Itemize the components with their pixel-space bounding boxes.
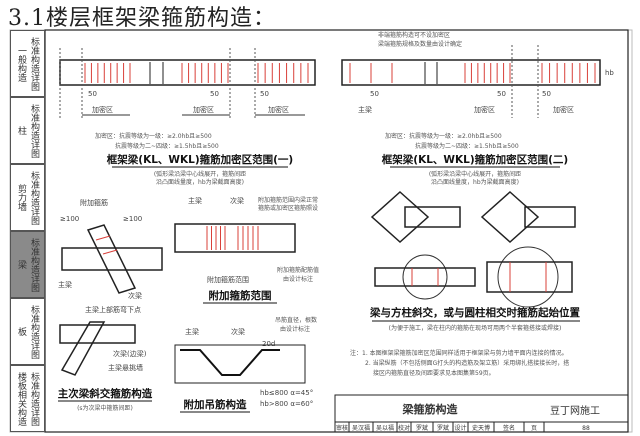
sidebar-item-slab-related[interactable]: 标准构造详图 楼板相关构造	[10, 365, 45, 432]
notes: 注：1. 本图框架梁箍筋加密区范围同样适用于框架梁与剪力墙平面内连接的情况。 2…	[350, 349, 569, 377]
note: 注：1. 本图框架梁箍筋加密区范围同样适用于框架梁与剪力墙平面内连接的情况。	[350, 349, 568, 357]
sidebar-item-slab[interactable]: 标准构造详图 板	[10, 298, 45, 365]
annotation: 非端箍筋构造可不设加密区	[378, 31, 450, 39]
label: 主梁悬挑墙	[108, 363, 143, 372]
sidebar: 标准构造详图 一般构造 标准构造详图 柱 标准构造详图 剪力墙 标准构造详图 梁…	[10, 30, 45, 432]
zone-note-2: 抗震等级为二~四级：≥1.5hb且≥500	[415, 142, 519, 150]
label: 由设计标注	[280, 325, 310, 333]
sidebar-item-sub: 标准构造详图	[29, 304, 39, 359]
caption-zone-2: 框架梁(KL、WKL)箍筋加密区范围(二)	[382, 153, 568, 166]
caption-sub: (弧形梁沿梁中心线展开，箍筋间距	[154, 170, 246, 178]
figure-hanger-bar: 主梁 次梁 吊筋直径，根数 由设计标注 20d hb≤800 α=45° hb>…	[174, 316, 317, 413]
caption-column: 梁与方柱斜交，或与圆柱相交时箍筋起始位置	[369, 306, 580, 319]
label: ≥100	[60, 215, 79, 223]
sidebar-item-label: 板	[16, 327, 26, 336]
sidebar-item-sub: 标准构造详图	[29, 170, 39, 225]
sidebar-item-label: 剪力墙	[16, 184, 26, 211]
zone-note-1: 加密区：抗震等级为一级：≥2.0hb且≥500	[95, 132, 212, 140]
sidebar-item-sub: 标准构造详图	[29, 103, 39, 158]
zone-label: 加密区	[553, 105, 574, 114]
sidebar-item-column[interactable]: 标准构造详图 柱	[10, 97, 45, 164]
figure-beam-zone-1: 50 50 50 加密区 加密区 加密区 加密区：抗震等级为一级：≥2.0hb且…	[59, 48, 316, 186]
label: 次梁(边梁)	[113, 349, 147, 358]
titleblock-cell: 史天博	[472, 424, 490, 432]
caption-hanger: 附加吊筋构造	[184, 398, 247, 411]
titleblock-cell: 罗斌	[416, 424, 428, 432]
caption-sub: (为便于施工，梁在柱内的箍筋在现场可用两个半套箍搭接或焊接)	[389, 324, 562, 332]
label-main-beam: 主梁	[358, 105, 372, 114]
sidebar-item-general[interactable]: 标准构造详图 一般构造	[10, 30, 45, 97]
zone-label: 加密区	[92, 105, 113, 114]
dim-hb: hb	[605, 69, 614, 77]
titleblock-cell: 签名	[503, 424, 515, 432]
sidebar-item-sub: 标准构造详图	[29, 36, 39, 91]
label: 主梁	[58, 280, 72, 289]
caption-zone-1: 框架梁(KL、WKL)箍筋加密区范围(一)	[107, 153, 293, 166]
zone-label: 加密区	[268, 105, 289, 114]
note: 接区内箍筋直径及间距要求见本图集第59页。	[373, 369, 495, 377]
titleblock-cell: 吴以福	[376, 424, 394, 432]
titleblock-cell: 页	[531, 425, 537, 432]
sidebar-item-sub: 标准构造详图	[29, 371, 39, 426]
label: 20d	[262, 340, 275, 348]
label: 主梁	[185, 327, 199, 336]
outer-frame	[9, 29, 633, 433]
titleblock-cell: 吴汉福	[352, 424, 370, 432]
figure-column-intersection: 梁与方柱斜交，或与圆柱相交时箍筋起始位置 (为便于施工，梁在柱内的箍筋在现场可用…	[369, 190, 580, 332]
titleblock-cell: 罗斌	[437, 424, 449, 432]
sidebar-item-label: 梁	[16, 260, 26, 269]
dim-50: 50	[542, 90, 551, 98]
sidebar-item-sub: 标准构造详图	[29, 237, 39, 292]
titleblock-cell: 审核	[336, 424, 348, 432]
zone-note-1: 加密区：抗震等级为一级：≥2.0hb且≥500	[385, 132, 502, 140]
label: 由设计标注	[283, 275, 313, 283]
label: 次梁	[231, 327, 245, 336]
label: 吊筋直径，根数	[275, 316, 317, 324]
dim-50: 50	[260, 90, 269, 98]
titleblock-cell: 校对	[398, 424, 410, 432]
label: 主梁上部筋弯下点	[85, 305, 141, 314]
label: 附加箍筋范围内梁正常	[258, 196, 318, 204]
drawing-name: 梁箍筋构造	[402, 402, 459, 416]
page-title: 3.1楼层框架梁箍筋构造：	[8, 6, 276, 31]
annotation: 梁端箍筋规格及数量由设计确定	[378, 40, 462, 48]
label: 附加箍筋配筋值	[277, 266, 319, 274]
dim-50: 50	[370, 90, 379, 98]
formula: hb≤800 α=45°	[260, 389, 313, 397]
sidebar-item-beam[interactable]: 标准构造详图 梁	[10, 231, 45, 298]
zone-label: 加密区	[193, 105, 214, 114]
dim-50: 50	[88, 90, 97, 98]
label: 主梁	[188, 196, 202, 205]
figure-extra-stirrup: 主梁 次梁 附加箍筋范围内梁正常 箍筋或加密区箍筋照设 附加箍筋范围 附加箍筋配…	[174, 196, 319, 304]
label: 次梁	[128, 291, 142, 300]
sidebar-item-label: 柱	[16, 126, 26, 135]
note: 2. 当梁纵筋（不包括侧面G打头的构造筋及架立筋）采用绑扎搭接接长时，搭	[365, 359, 569, 367]
sidebar-item-label: 楼板相关构造	[16, 371, 26, 426]
figure-skew-beam: 附加箍筋 ≥100 ≥100 主梁 次梁 主梁上部筋弯下点 次梁(边梁) 主梁悬…	[58, 198, 163, 412]
sidebar-item-label: 一般构造	[16, 45, 26, 82]
label: ≥100	[123, 215, 142, 223]
caption-sub: 沿凸面线量度，hb为梁截面高度)	[156, 178, 244, 186]
caption-sub: (s为次梁中箍筋间距)	[77, 404, 133, 412]
zone-label: 加密区	[474, 105, 495, 114]
caption-sub: 沿凸面线量度，hb为梁截面高度)	[431, 178, 519, 186]
dim-50: 50	[210, 90, 219, 98]
sidebar-item-shear-wall[interactable]: 标准构造详图 剪力墙	[10, 164, 45, 231]
titleblock-cell: 88	[582, 425, 590, 432]
figure-beam-zone-2: 非端箍筋构造可不设加密区 梁端箍筋规格及数量由设计确定 主梁 50 50 50 …	[341, 31, 614, 186]
watermark: 豆丁网施工	[550, 404, 600, 417]
titleblock-cell: 设计	[454, 424, 466, 432]
dim-50: 50	[497, 90, 506, 98]
formula: hb>800 α=60°	[260, 400, 313, 408]
caption-skew-beam: 主次梁斜交箍筋构造	[58, 387, 153, 400]
zone-note-2: 抗震等级为二~四级：≥1.5hb且≥500	[115, 142, 219, 150]
label: 附加箍筋	[80, 198, 108, 207]
label: 箍筋或加密区箍筋照设	[258, 204, 318, 212]
label: 次梁	[230, 196, 244, 205]
caption-sub: (弧形梁沿梁中心线展开，箍筋间距	[429, 170, 521, 178]
label: 附加箍筋范围	[207, 275, 249, 284]
caption-extra-stirrup: 附加箍筋范围	[209, 289, 272, 302]
